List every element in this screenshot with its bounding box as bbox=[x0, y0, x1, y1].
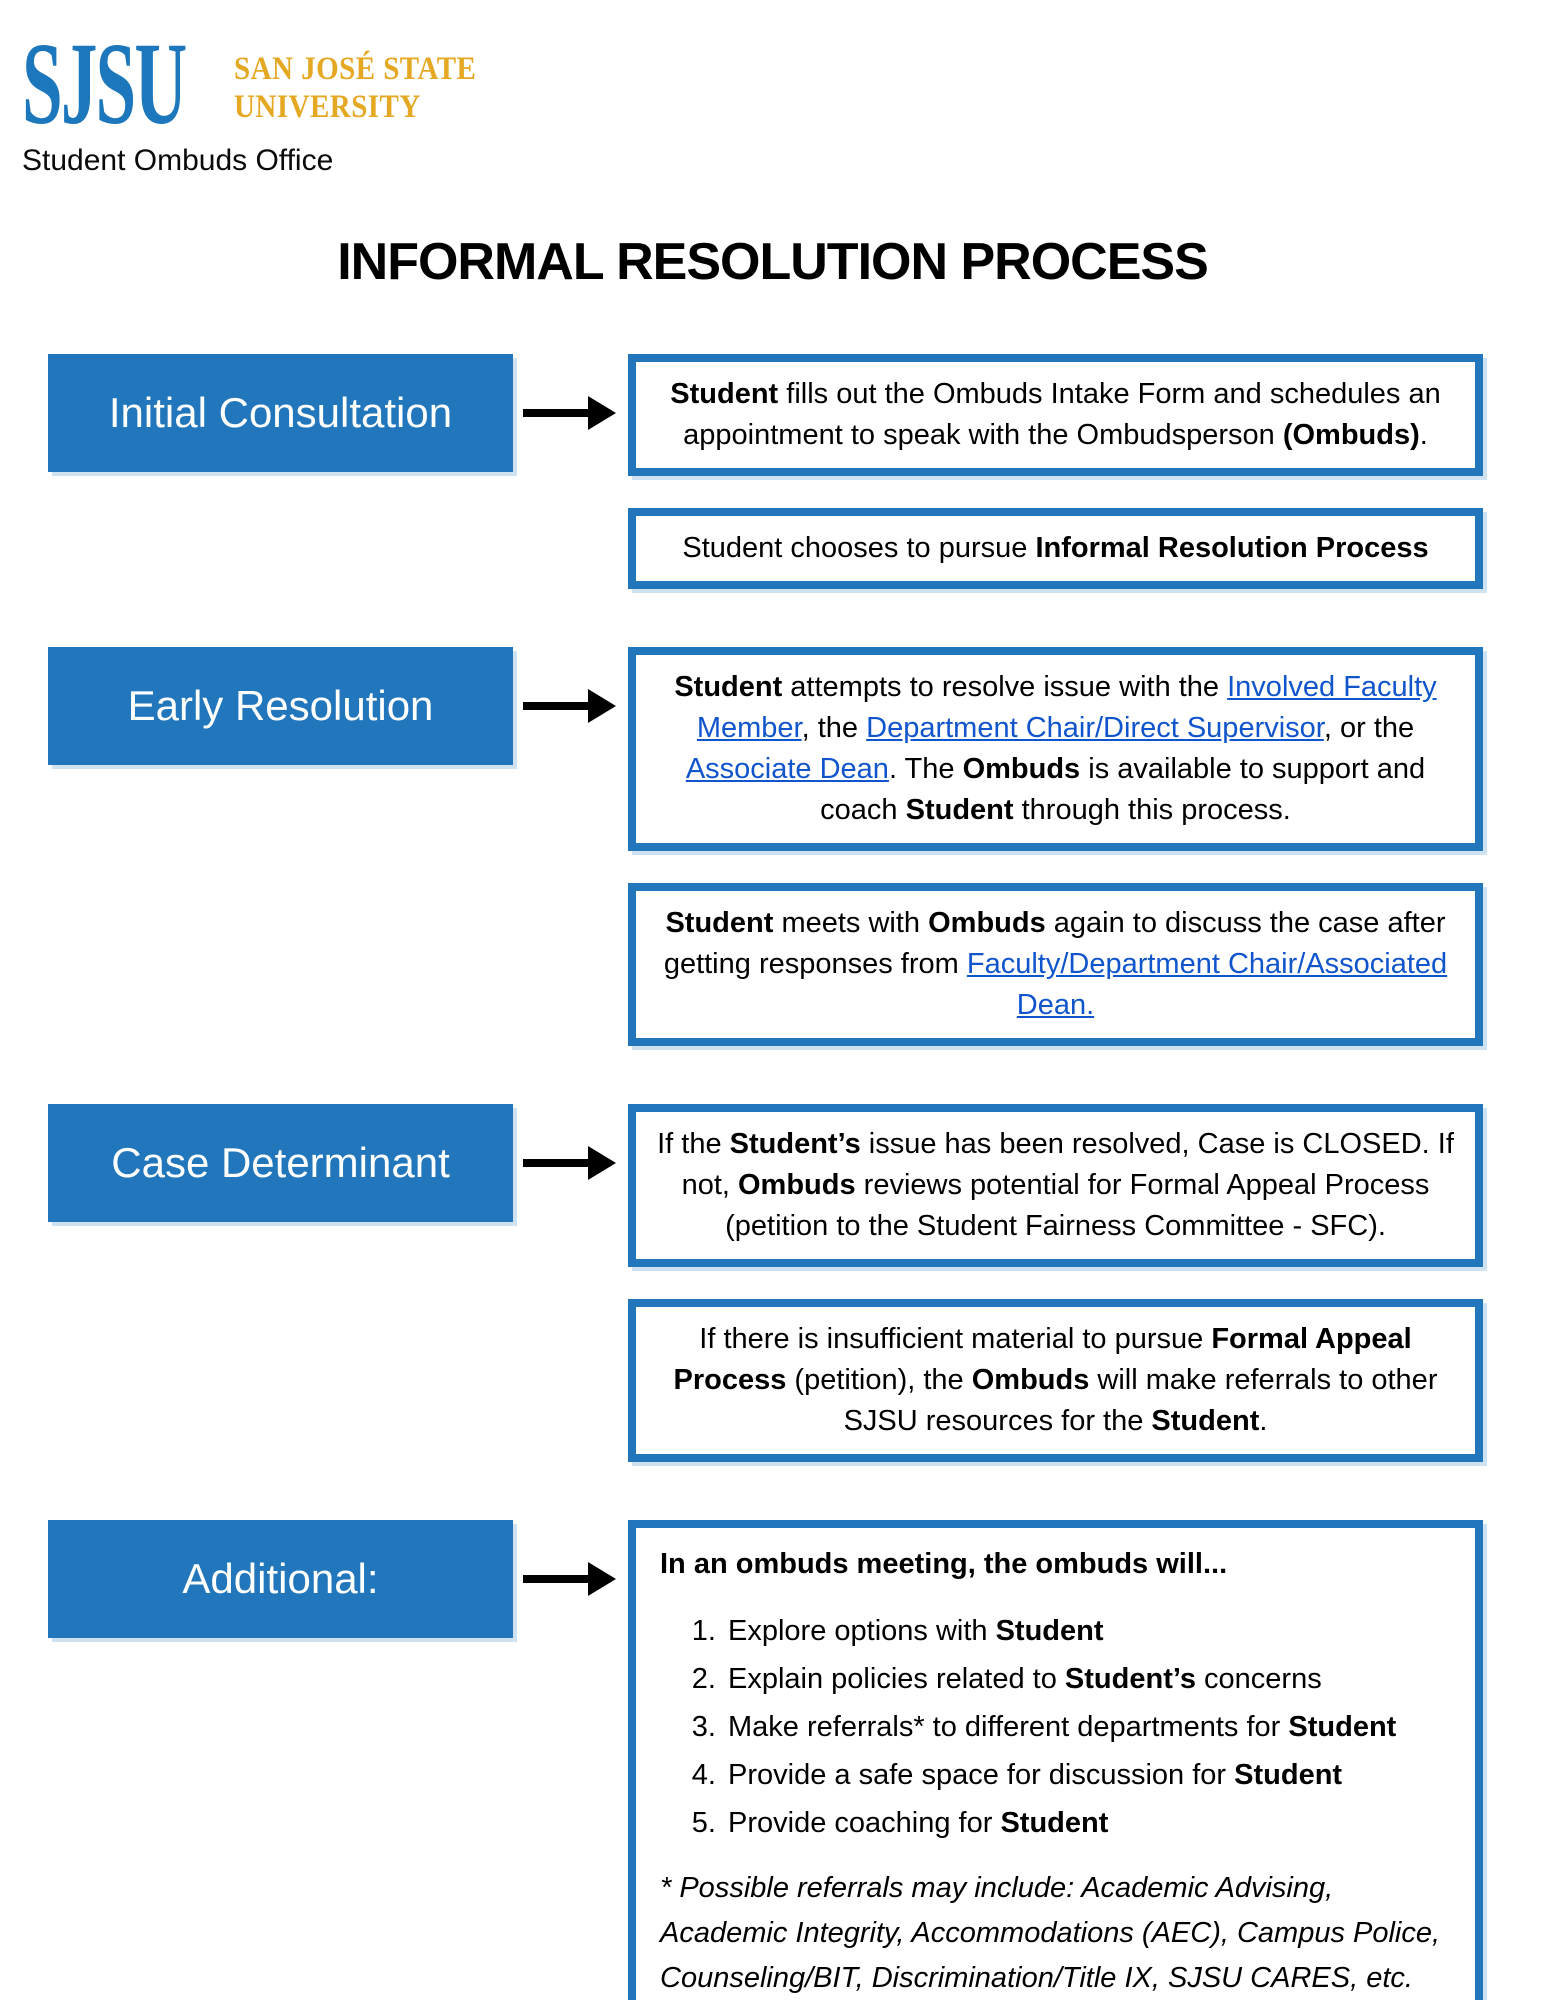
bold-text: Ombuds bbox=[971, 1364, 1090, 1396]
bold-text: Student bbox=[665, 907, 774, 939]
flow-arrow-icon bbox=[523, 1562, 616, 1596]
step-box-choose-informal: Student chooses to pursue Informal Resol… bbox=[628, 508, 1483, 589]
flow-arrow-icon bbox=[523, 689, 616, 723]
bold-text: Student bbox=[1288, 1711, 1397, 1743]
sjsu-logo: SJSU SAN JOSÉ STATE UNIVERSITY bbox=[22, 18, 1545, 149]
step-box-meet-again: Student meets with Ombuds again to discu… bbox=[628, 883, 1483, 1046]
text: Provide a safe space for discussion for bbox=[728, 1759, 1235, 1791]
step-box-attempt-resolve: Student attempts to resolve issue with t… bbox=[628, 647, 1483, 851]
page-title: INFORMAL RESOLUTION PROCESS bbox=[337, 233, 1209, 291]
text-link[interactable]: Associate Dean bbox=[685, 753, 889, 785]
text: through this process. bbox=[1013, 794, 1291, 826]
list-item: Make referrals* to different departments… bbox=[724, 1707, 1451, 1748]
office-name: Student Ombuds Office bbox=[22, 144, 334, 177]
section-early-resolution: Early Resolution Student attempts to res… bbox=[0, 647, 1545, 1046]
section-additional: Additional: In an ombuds meeting, the om… bbox=[0, 1520, 1545, 2000]
bold-text: Ombuds bbox=[738, 1169, 856, 1201]
text: issue has been resolved, Case is CLOSED.… bbox=[681, 1128, 1454, 1201]
bold-text: Student bbox=[674, 671, 783, 703]
additional-list: Explore options with Student Explain pol… bbox=[660, 1611, 1451, 1844]
bold-text: Student bbox=[1151, 1405, 1260, 1437]
bold-text: Student’s bbox=[1064, 1663, 1196, 1695]
label-early-resolution: Early Resolution bbox=[48, 647, 513, 765]
step-box-case-closed: If the Student’s issue has been resolved… bbox=[628, 1104, 1483, 1267]
bold-text: (Ombuds) bbox=[1282, 419, 1420, 451]
additional-footnote: * Possible referrals may include: Academ… bbox=[660, 1872, 1441, 1994]
logo-wordmark-line2: UNIVERSITY bbox=[234, 89, 421, 125]
text: , or the bbox=[1323, 712, 1415, 744]
sjsu-logo-wordmark: SAN JOSÉ STATE UNIVERSITY bbox=[234, 50, 476, 126]
list-item: Explain policies related to Student’s co… bbox=[724, 1659, 1451, 1700]
text: Student chooses to pursue bbox=[682, 532, 1036, 564]
label-case-determinant: Case Determinant bbox=[48, 1104, 513, 1222]
list-item: Provide a safe space for discussion for … bbox=[724, 1755, 1451, 1796]
bold-text: Student bbox=[905, 794, 1014, 826]
label-additional: Additional: bbox=[48, 1520, 513, 1638]
step-box-additional: In an ombuds meeting, the ombuds will...… bbox=[628, 1520, 1483, 2000]
logo-wordmark-line1: SAN JOSÉ STATE bbox=[234, 51, 477, 87]
text: reviews potential for Formal Appeal Proc… bbox=[725, 1169, 1430, 1242]
text: meets with bbox=[773, 907, 929, 939]
text: is available to support and coach bbox=[820, 753, 1426, 826]
bold-text: Student bbox=[995, 1615, 1104, 1647]
text: . bbox=[1259, 1405, 1268, 1437]
section-initial-consultation: Initial Consultation Student fills out t… bbox=[0, 354, 1545, 589]
bold-text: Informal Resolution Process bbox=[1035, 532, 1429, 564]
bold-text: Student bbox=[670, 378, 779, 410]
text: concerns bbox=[1195, 1663, 1322, 1695]
text: will make referrals to other SJSU resour… bbox=[843, 1364, 1438, 1437]
text: , the bbox=[801, 712, 867, 744]
text: again to discuss the case after getting … bbox=[663, 907, 1446, 980]
text-link[interactable]: Involved Faculty Member bbox=[696, 671, 1437, 744]
text: If the bbox=[657, 1128, 730, 1160]
bold-text: Student bbox=[1000, 1807, 1109, 1839]
bold-text: Formal Appeal Process bbox=[673, 1323, 1412, 1396]
additional-heading: In an ombuds meeting, the ombuds will... bbox=[660, 1548, 1228, 1580]
header: SJSU SAN JOSÉ STATE UNIVERSITY Student O… bbox=[0, 0, 1545, 178]
bold-text: Student bbox=[1234, 1759, 1343, 1791]
text: Explain policies related to bbox=[728, 1663, 1065, 1695]
text: . bbox=[1419, 419, 1428, 451]
text: Explore options with bbox=[728, 1615, 996, 1647]
flow-arrow-icon bbox=[523, 1146, 616, 1180]
text-link[interactable]: Faculty/Department Chair/Associated Dean… bbox=[966, 948, 1448, 1021]
text: attempts to resolve issue with the bbox=[782, 671, 1228, 703]
text: (petition), the bbox=[786, 1364, 972, 1396]
bold-text: Ombuds bbox=[962, 753, 1081, 785]
sjsu-logo-acronym: SJSU bbox=[22, 18, 187, 149]
step-box-referrals: If there is insufficient material to pur… bbox=[628, 1299, 1483, 1462]
flow-diagram: Initial Consultation Student fills out t… bbox=[0, 354, 1545, 2000]
text: . The bbox=[888, 753, 963, 785]
text: If there is insufficient material to pur… bbox=[699, 1323, 1212, 1355]
list-item: Explore options with Student bbox=[724, 1611, 1451, 1652]
text: fills out the Ombuds Intake Form and sch… bbox=[683, 378, 1441, 451]
label-initial-consultation: Initial Consultation bbox=[48, 354, 513, 472]
step-box-intake: Student fills out the Ombuds Intake Form… bbox=[628, 354, 1483, 476]
section-case-determinant: Case Determinant If the Student’s issue … bbox=[0, 1104, 1545, 1462]
list-item: Provide coaching for Student bbox=[724, 1803, 1451, 1844]
flow-arrow-icon bbox=[523, 396, 616, 430]
text-link[interactable]: Department Chair/Direct Supervisor bbox=[866, 712, 1324, 744]
bold-text: Ombuds bbox=[928, 907, 1046, 939]
bold-text: Student’s bbox=[729, 1128, 861, 1160]
text: Provide coaching for bbox=[728, 1807, 1001, 1839]
text: Make referrals* to different departments… bbox=[728, 1711, 1289, 1743]
